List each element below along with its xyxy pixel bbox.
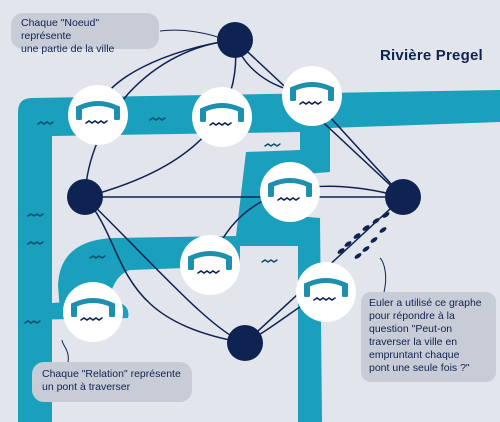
bridges <box>63 66 356 342</box>
bridge-2 <box>192 87 252 147</box>
bridge-1 <box>68 85 128 145</box>
node-west <box>67 179 103 215</box>
node-east <box>385 179 421 215</box>
callout-connectors <box>61 29 387 363</box>
river-label: Rivière Pregel <box>380 47 483 64</box>
edge <box>84 196 246 344</box>
footprints-icon <box>337 212 390 259</box>
node-south <box>227 325 263 361</box>
callout-relation-text: Chaque "Relation" représente un pont à t… <box>42 368 181 393</box>
bridge-6 <box>63 282 123 342</box>
callout-euler: Euler a utilisé ce graphe pour répondre … <box>361 292 496 382</box>
bridge-3 <box>282 66 342 126</box>
callout-node-text: Chaque "Noeud" représente une partie de … <box>21 17 115 55</box>
graph-nodes <box>67 22 421 361</box>
bridge-5 <box>180 235 240 295</box>
node-north <box>217 22 253 58</box>
bridge-7 <box>296 262 356 322</box>
callout-euler-text: Euler a utilisé ce graphe pour répondre … <box>369 297 482 374</box>
callout-relation: Chaque "Relation" représente un pont à t… <box>32 362 192 402</box>
bridge-4 <box>260 162 320 222</box>
callout-node: Chaque "Noeud" représente une partie de … <box>11 13 159 55</box>
